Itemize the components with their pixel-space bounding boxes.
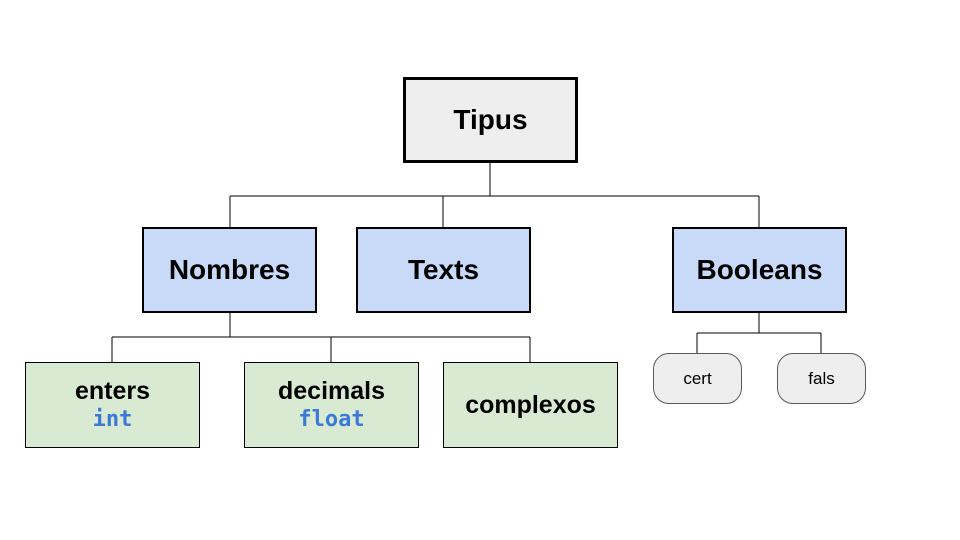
node-label: Tipus bbox=[453, 104, 528, 135]
node-texts: Texts bbox=[356, 227, 531, 313]
node-fals: fals bbox=[777, 353, 866, 404]
node-booleans: Booleans bbox=[672, 227, 847, 313]
connector-root bbox=[229, 163, 760, 227]
node-label: complexos bbox=[465, 391, 596, 419]
connector-booleans bbox=[696, 313, 822, 353]
node-nombres: Nombres bbox=[142, 227, 317, 313]
connector-nombres bbox=[111, 313, 531, 362]
node-decimals: decimals float bbox=[244, 362, 419, 448]
node-cert: cert bbox=[653, 353, 742, 404]
node-code-label: float bbox=[298, 407, 365, 432]
node-enters: enters int bbox=[25, 362, 200, 448]
node-code-label: int bbox=[92, 407, 133, 432]
node-label: Nombres bbox=[168, 254, 291, 285]
node-tipus: Tipus bbox=[403, 77, 578, 163]
node-label: fals bbox=[808, 368, 835, 388]
node-label: Texts bbox=[407, 254, 480, 285]
node-complexos: complexos bbox=[443, 362, 618, 448]
node-label: Booleans bbox=[696, 254, 823, 285]
node-label: enters bbox=[74, 377, 151, 405]
node-label: decimals bbox=[277, 377, 385, 405]
node-label: cert bbox=[683, 368, 712, 388]
